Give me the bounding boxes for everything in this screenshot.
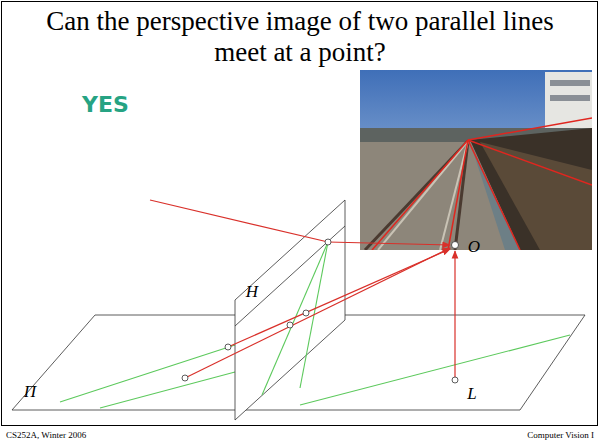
plane-label: Π: [24, 382, 36, 402]
point-label: O: [468, 237, 480, 257]
line-label: L: [467, 384, 476, 404]
footer-text: Computer Vision I: [527, 430, 594, 441]
slide-title: Can the perspective image of two paralle…: [30, 6, 570, 68]
railway-photo: [360, 70, 595, 250]
perspective-figure: [12, 200, 585, 420]
footer-text: CS252A, Winter 2006: [6, 430, 86, 441]
answer-text: YES: [82, 92, 129, 117]
slide-border: [2, 2, 598, 426]
plane-label: H: [246, 282, 258, 302]
